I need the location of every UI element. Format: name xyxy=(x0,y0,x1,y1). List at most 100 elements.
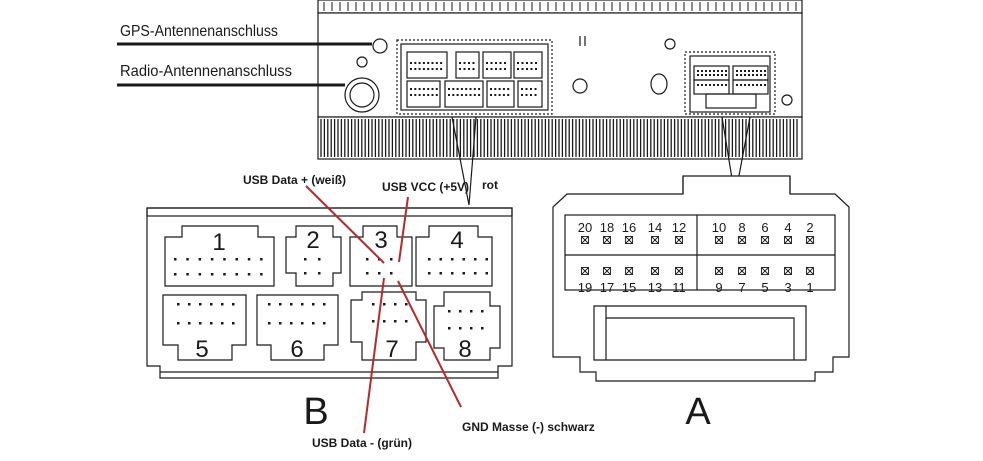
port-1-pin xyxy=(247,258,251,261)
unit-pin xyxy=(499,62,502,64)
port-7-pin xyxy=(394,320,397,323)
unit-pin xyxy=(756,74,758,76)
unit-pin xyxy=(517,62,519,64)
unit-pin xyxy=(418,68,421,70)
unit-pin xyxy=(502,94,505,96)
port-4-pin xyxy=(474,272,477,275)
unit-pin xyxy=(440,62,443,64)
port-1-pin xyxy=(247,273,251,276)
port-8-pin xyxy=(481,310,484,313)
port-1-pin xyxy=(223,273,226,276)
unit-pin xyxy=(705,70,707,72)
unit-pin xyxy=(410,68,412,70)
unit-pin xyxy=(478,94,481,96)
connector-a-pin xyxy=(738,267,746,275)
unit-connector-a xyxy=(684,51,776,115)
unit-pin xyxy=(701,74,703,76)
unit-pin xyxy=(709,74,711,76)
pin-label-16: 16 xyxy=(622,220,636,235)
connector-a-pin xyxy=(761,236,769,244)
unit-pin xyxy=(410,62,412,64)
unit-pin xyxy=(717,74,719,76)
unit-pin xyxy=(435,94,438,96)
connector-a-letter: A xyxy=(685,391,711,433)
port-7-pin xyxy=(372,303,375,306)
port-1-pin xyxy=(260,273,263,276)
usb-wires xyxy=(305,185,462,434)
port-8-pin xyxy=(448,310,451,313)
port-1-pin xyxy=(260,258,263,261)
unit-pin xyxy=(431,94,434,96)
port-5-pin xyxy=(232,322,235,325)
unit-pin xyxy=(736,74,738,76)
heatsink-fins xyxy=(320,119,798,157)
pin-label-6: 6 xyxy=(761,220,768,235)
gps-antenna-socket xyxy=(372,38,388,54)
unit-connector-b xyxy=(396,39,553,115)
pin-label-18: 18 xyxy=(600,220,614,235)
pin-label-17: 17 xyxy=(600,280,614,295)
unit-pin xyxy=(418,88,421,90)
port-6-pin xyxy=(323,303,326,306)
radio-unit xyxy=(317,0,803,160)
wire-usb-data-plus xyxy=(305,185,385,264)
unit-pin xyxy=(740,74,742,76)
connector-a-pin xyxy=(581,267,589,275)
port-4-pin xyxy=(439,258,442,261)
port-4-pin xyxy=(428,272,431,275)
unit-pin xyxy=(713,70,715,72)
unit-pin xyxy=(526,62,528,64)
connector-b xyxy=(146,207,513,379)
unit-pin xyxy=(456,94,459,96)
unit-pin xyxy=(502,88,505,90)
port-7-pin xyxy=(372,320,375,323)
unit-pin xyxy=(452,94,455,96)
port-6-pin xyxy=(279,303,282,306)
port-7-pin xyxy=(405,303,408,306)
port-5-pin xyxy=(221,322,224,325)
connector-b-pins xyxy=(174,258,488,330)
port-3-pin xyxy=(390,258,393,261)
pin-label-20: 20 xyxy=(578,220,592,235)
port-3-pin xyxy=(366,272,369,275)
connector-a-pin xyxy=(675,267,683,275)
unit-pin xyxy=(721,84,723,86)
port-5-pin xyxy=(232,303,235,306)
unit-pin xyxy=(472,62,475,64)
connector-a-pin xyxy=(625,267,633,275)
port-4-pin xyxy=(474,258,477,261)
port-1-pin xyxy=(210,258,214,261)
port-1-label: 1 xyxy=(212,229,225,256)
top-fins xyxy=(323,2,797,11)
unit-pin xyxy=(498,88,501,90)
unit-pin xyxy=(463,62,466,64)
unit-pin xyxy=(469,94,472,96)
port-1-pin xyxy=(235,258,238,261)
usb-vcc-label: USB VCC (+5V) xyxy=(382,180,469,194)
unit-pin xyxy=(725,84,727,86)
port-2-pin xyxy=(304,272,307,275)
gps-antenna-label: GPS-Antennenanschluss xyxy=(120,23,278,40)
port-7-pin xyxy=(405,320,408,323)
port-6-label: 6 xyxy=(290,336,303,363)
unit-pin xyxy=(435,68,438,70)
unit-pin xyxy=(744,74,746,76)
pin-label-12: 12 xyxy=(672,220,686,235)
unit-pin xyxy=(756,70,758,72)
port-1-pin xyxy=(174,273,177,276)
unit-pin xyxy=(752,74,754,76)
pin-label-2: 2 xyxy=(806,220,813,235)
port-5-pin xyxy=(188,322,191,325)
connector-a-pin xyxy=(625,236,633,244)
port-3-pin xyxy=(378,272,381,275)
pin-label-10: 10 xyxy=(712,220,726,235)
pin-label-13: 13 xyxy=(648,280,662,295)
unit-pin xyxy=(764,74,766,76)
unit-pin xyxy=(460,88,463,90)
port-1-pin xyxy=(223,258,226,261)
port-8-pin xyxy=(481,327,484,330)
radio-antenna-label: Radio-Antennenanschluss xyxy=(120,63,292,80)
unit-pin xyxy=(717,84,719,86)
